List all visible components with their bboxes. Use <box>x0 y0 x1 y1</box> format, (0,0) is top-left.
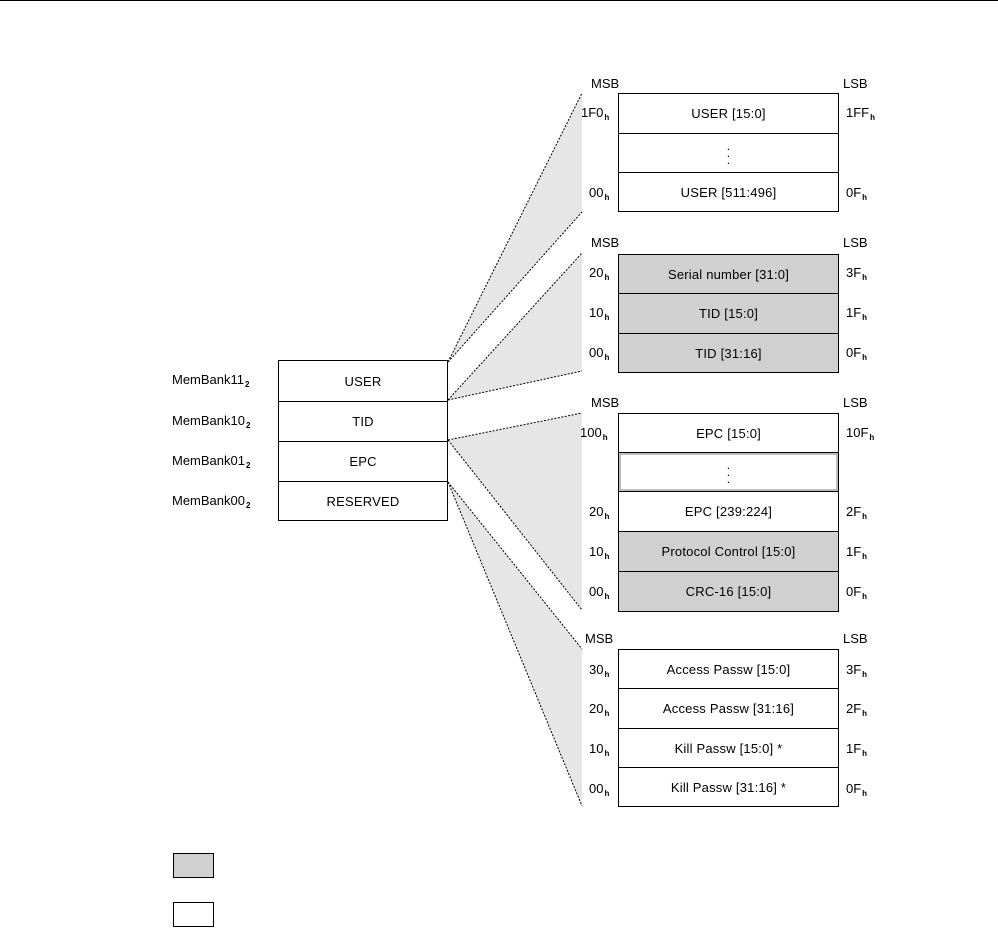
ellipsis-row: ... <box>618 133 839 173</box>
msb-label: MSB <box>591 395 620 410</box>
lsb-label: LSB <box>843 395 868 410</box>
bank-user: USER <box>278 360 448 402</box>
start-address: 10h <box>589 305 610 322</box>
start-address: 20h <box>589 265 610 282</box>
start-address: 20h <box>589 701 610 718</box>
lsb-label: LSB <box>843 76 868 91</box>
lsb-label: LSB <box>843 235 868 250</box>
start-address: 10h <box>589 544 610 561</box>
end-address: 10Fh <box>846 425 875 442</box>
end-address: 1Fh <box>846 305 868 322</box>
end-address: 3Fh <box>846 265 868 282</box>
membank-label-epc: MemBank012 <box>172 453 251 470</box>
start-address: 00h <box>589 781 610 798</box>
top-rule <box>0 0 998 1</box>
start-address: 00h <box>589 185 610 202</box>
word-serial-number: Serial number [31:0] <box>618 254 839 294</box>
end-address: 3Fh <box>846 662 868 679</box>
end-address: 0Fh <box>846 584 868 601</box>
membank-label-tid: MemBank102 <box>172 413 251 430</box>
legend-swatch-shaded <box>173 853 214 878</box>
word-protocol-control: Protocol Control [15:0] <box>618 531 839 572</box>
msb-label: MSB <box>591 76 620 91</box>
start-address: 100h <box>580 425 608 442</box>
end-address: 2Fh <box>846 504 868 521</box>
start-address: 1F0h <box>581 105 610 122</box>
bank-epc: EPC <box>278 441 448 482</box>
start-address: 00h <box>589 345 610 362</box>
word-user-511-496: USER [511:496] <box>618 172 839 212</box>
end-address: 1Fh <box>846 544 868 561</box>
word-kill-passw-31-16: Kill Passw [31:16] * <box>618 767 839 807</box>
lsb-label: LSB <box>843 631 868 646</box>
end-address: 1Fh <box>846 741 868 758</box>
start-address: 20h <box>589 504 610 521</box>
bank-reserved: RESERVED <box>278 481 448 521</box>
end-address: 0Fh <box>846 345 868 362</box>
ellipsis-row: ... <box>618 452 839 492</box>
end-address: 2Fh <box>846 701 868 718</box>
start-address: 00h <box>589 584 610 601</box>
msb-label: MSB <box>585 631 614 646</box>
msb-label: MSB <box>591 235 620 250</box>
end-address: 0Fh <box>846 185 868 202</box>
word-access-passw-15-0: Access Passw [15:0] <box>618 649 839 689</box>
word-tid-31-16: TID [31:16] <box>618 333 839 373</box>
fan-epc <box>448 413 582 610</box>
end-address: 0Fh <box>846 781 868 798</box>
word-user-15-0: USER [15:0] <box>618 93 839 134</box>
membank-label-user: MemBank112 <box>172 372 250 389</box>
word-tid-15-0: TID [15:0] <box>618 293 839 334</box>
word-epc-239-224: EPC [239:224] <box>618 491 839 532</box>
start-address: 30h <box>589 662 610 679</box>
legend-swatch-unshaded <box>173 902 214 927</box>
word-epc-15-0: EPC [15:0] <box>618 413 839 453</box>
word-kill-passw-15-0: Kill Passw [15:0] * <box>618 728 839 768</box>
end-address: 1FFh <box>846 105 876 122</box>
word-access-passw-31-16: Access Passw [31:16] <box>618 688 839 729</box>
membank-label-reserved: MemBank002 <box>172 493 251 510</box>
bank-tid: TID <box>278 401 448 442</box>
word-crc-16: CRC-16 [15:0] <box>618 571 839 612</box>
start-address: 10h <box>589 741 610 758</box>
